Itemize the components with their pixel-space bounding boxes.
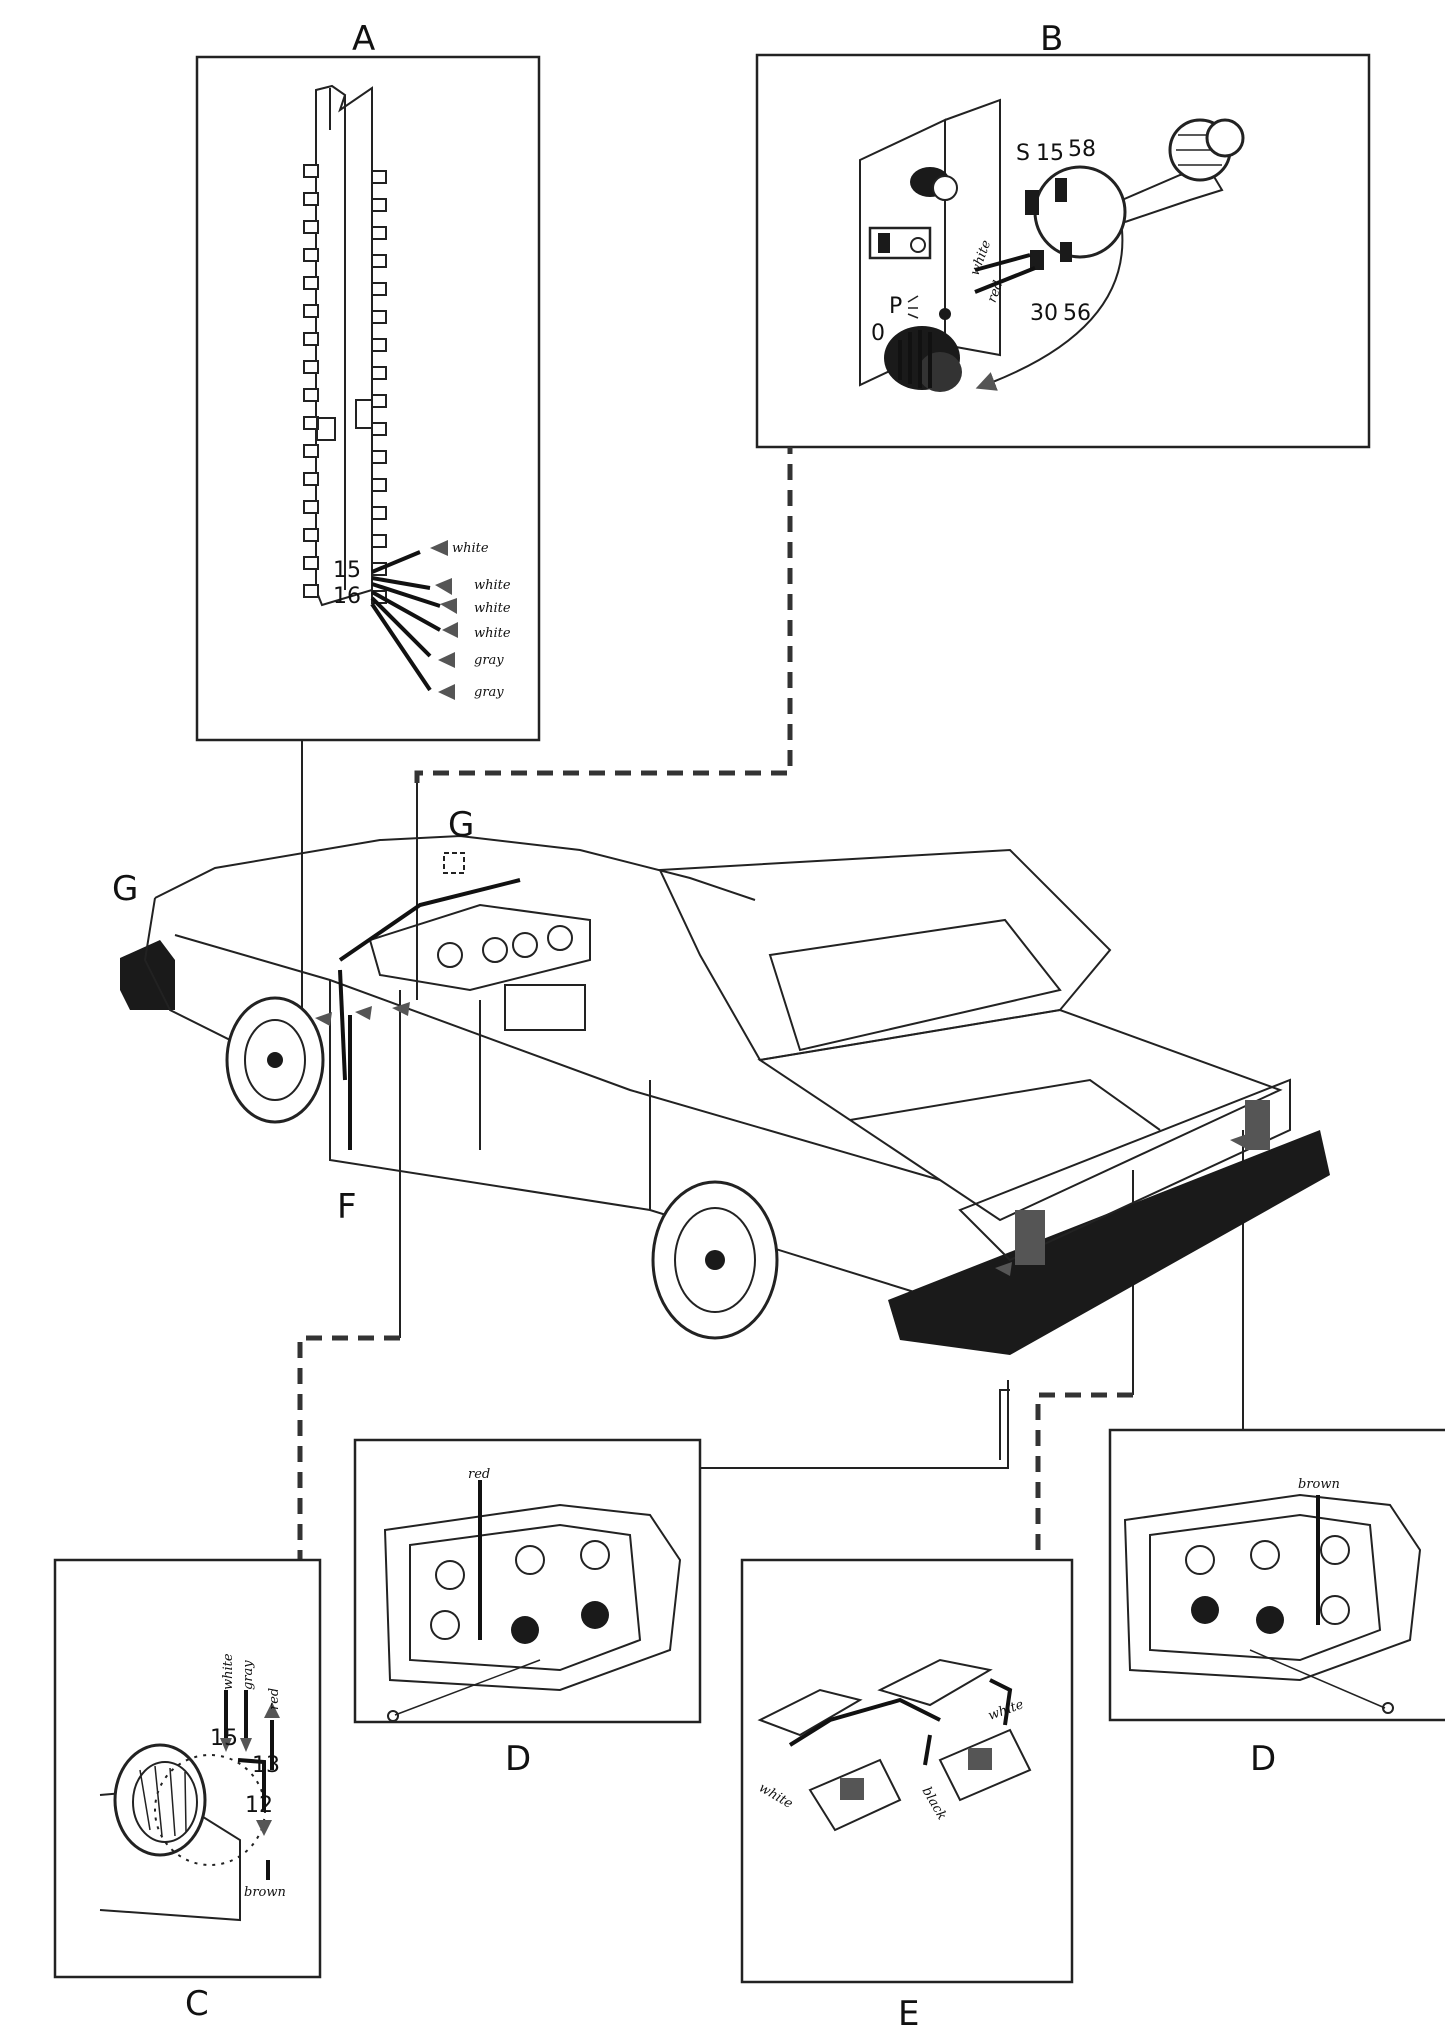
indicator-icon [939, 308, 951, 320]
ignition-pin-13: 13 [252, 1753, 280, 1778]
fuse-terminal-left [303, 444, 319, 458]
panel-a-wire-2: white [474, 578, 511, 593]
fuse-terminal-left [303, 164, 319, 178]
panel-b-letter: B [1040, 19, 1063, 59]
connector-lines [297, 447, 1244, 1560]
panel-d-right-frame [1108, 1428, 1445, 1722]
panel-a-letter: A [352, 19, 375, 59]
terminal-s: S [1016, 141, 1030, 166]
terminal-30: 30 [1030, 301, 1058, 326]
light-switch-housing [859, 98, 1001, 387]
fuse-terminal-right [371, 338, 387, 352]
fuse-terminal-right [371, 282, 387, 296]
fuse-terminal-left [303, 360, 319, 374]
fuse-terminal-left [303, 584, 319, 598]
terminal-58: 58 [1068, 137, 1096, 162]
panel-c-wire-gray: gray [241, 1660, 256, 1690]
panel-d-left-wire-red: red [468, 1467, 490, 1482]
panel-e-letter: E [898, 1994, 919, 2033]
fuse-terminal-right [371, 394, 387, 408]
fuse-terminal-left [303, 556, 319, 570]
fuse-block [303, 84, 387, 607]
switch-position-p: P [889, 294, 902, 319]
fuse-terminal-left [303, 472, 319, 486]
panel-d-left-frame [353, 1438, 702, 1724]
panel-d-left-letter: D [505, 1739, 531, 1779]
fuse-terminal-left [303, 304, 319, 318]
fuse-terminals [303, 164, 387, 604]
fuse-terminal-left [303, 220, 319, 234]
panel-a-wire-6: gray [474, 685, 504, 700]
panel-a-wire-3: white [474, 601, 511, 616]
panel-a-wire-4: white [474, 626, 511, 641]
fuse-terminal-left [303, 528, 319, 542]
fuse-terminal-left [303, 192, 319, 206]
panel-c-wires [220, 1690, 280, 1880]
label-f: F [337, 1187, 357, 1227]
fuse-terminal-right [371, 506, 387, 520]
panel-d-right-wire-brown: brown [1298, 1477, 1340, 1492]
terminal-15: 15 [1036, 141, 1064, 166]
tail-lamp-right [1123, 1493, 1422, 1714]
panel-a-frame [195, 55, 541, 742]
fuse-terminal-right [371, 226, 387, 240]
panel-c-wire-red: red [267, 1688, 282, 1710]
panel-c-wire-white: white [221, 1653, 236, 1690]
fuse-terminal-left [303, 248, 319, 262]
switch-body [974, 118, 1245, 294]
fuse-terminal-left [303, 388, 319, 402]
panel-d-right-letter: D [1250, 1739, 1276, 1779]
fuse-terminal-left [303, 416, 319, 430]
fuse-terminal-right [371, 534, 387, 548]
panel-a: A 15 16 white white white [195, 19, 541, 742]
fuse-terminal-right [371, 366, 387, 380]
number-plate-lamps [757, 1658, 1032, 1832]
fuse-terminal-left [303, 500, 319, 514]
panel-a-wire-1: white [452, 541, 489, 556]
rotation-arrow [975, 229, 1124, 391]
fuse-pin-15: 15 [333, 558, 361, 583]
car-illustration [120, 834, 1330, 1355]
fuse-terminal-right [371, 310, 387, 324]
fuse-terminal-right [371, 422, 387, 436]
panel-d-left: D red [353, 1438, 702, 1779]
ignition-pin-12: 12 [245, 1793, 273, 1818]
rotary-knob [884, 326, 962, 392]
fuse-terminal-right [371, 478, 387, 492]
fuse-terminal-left [303, 332, 319, 346]
fuse-terminal-right [371, 170, 387, 184]
panel-a-wires [370, 540, 458, 700]
panel-e: E white white black [740, 1558, 1074, 2033]
panel-b-wire-red: red [985, 279, 1007, 305]
panel-a-wire-5: gray [474, 653, 504, 668]
terminal-56: 56 [1063, 301, 1091, 326]
panel-d-right: D brown [1108, 1428, 1445, 1779]
fuse-pin-16: 16 [333, 584, 361, 609]
label-g-dash: G [448, 805, 474, 845]
panel-c-letter: C [185, 1984, 209, 2024]
panel-e-frame [740, 1558, 1074, 1984]
fuse-terminal-right [371, 254, 387, 268]
label-g-front: G [112, 869, 138, 909]
ignition-pin-15: 15 [210, 1726, 238, 1751]
panel-c: C 15 13 12 white gray red brown [53, 1558, 322, 2024]
fuse-terminal-right [371, 450, 387, 464]
light-symbol-icon [907, 295, 919, 319]
fuse-terminal-left [303, 276, 319, 290]
switch-position-0: 0 [871, 321, 885, 346]
panel-b: B 0 P [755, 19, 1371, 449]
panel-c-wire-brown: brown [244, 1885, 286, 1900]
tail-lamp-left [383, 1480, 682, 1722]
fuse-terminal-right [371, 198, 387, 212]
